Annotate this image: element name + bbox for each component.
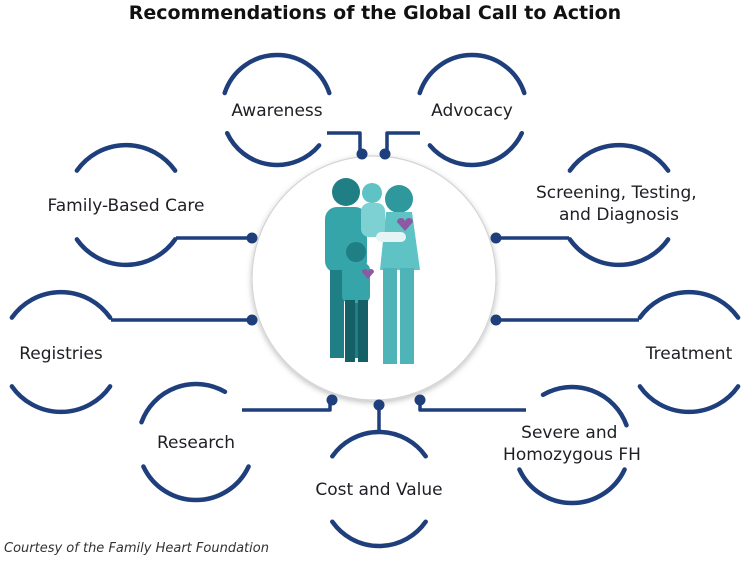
arc-research-top [139, 381, 228, 425]
label-cost-and-value: Cost and Value [315, 480, 442, 500]
arc-severe-bottom [517, 467, 627, 506]
arc-cost-bottom [330, 519, 428, 549]
arc-advocacy-top [417, 52, 527, 96]
connector-family-care-dot [246, 232, 258, 244]
toddler-figure [361, 183, 406, 242]
arc-advocacy-bottom [427, 130, 525, 168]
arc-registries-top [9, 289, 113, 320]
child-figure [342, 242, 374, 362]
connector-awareness [327, 131, 362, 152]
connector-cost-dot [373, 399, 385, 411]
arc-research-bottom [141, 464, 251, 503]
arc-shapes [9, 52, 741, 549]
connector-severe-dot [414, 394, 426, 406]
arc-awareness-top [222, 52, 332, 96]
connector-advocacy [385, 131, 420, 152]
label-research: Research [157, 433, 235, 453]
heart-icon [362, 269, 374, 279]
family-illustration [251, 155, 497, 401]
label-family-based-care: Family-Based Care [48, 196, 205, 216]
label-registries: Registries [19, 344, 103, 364]
label-awareness: Awareness [231, 101, 322, 121]
arc-cost-top [330, 429, 428, 459]
connector-research-dot [326, 394, 338, 406]
arc-treatment-bottom [637, 384, 741, 415]
label-screening-testing-diagnosis: Screening, Testing, and Diagnosis [536, 183, 702, 225]
connector-advocacy-dot [379, 148, 391, 160]
connector-awareness-dot [356, 148, 368, 160]
arc-screening-top [567, 142, 671, 173]
connector-research [242, 401, 332, 412]
arc-registries-bottom [9, 384, 113, 415]
credit-line: Courtesy of the Family Heart Foundation [4, 541, 269, 556]
arc-family-care-top [74, 142, 178, 173]
connector-severe [418, 401, 526, 412]
arc-screening-bottom [567, 237, 671, 268]
label-severe-homozygous-fh: Severe and Homozygous FH [503, 423, 641, 465]
arc-family-care-bottom [74, 237, 178, 268]
connector-screening-dot [490, 232, 502, 244]
arc-awareness-bottom [224, 130, 322, 168]
connector-treatment-dot [490, 314, 502, 326]
heart-icon [397, 218, 413, 231]
connectors [111, 131, 639, 432]
label-treatment: Treatment [645, 344, 733, 364]
arc-treatment-top [637, 289, 741, 320]
diagram-title: Recommendations of the Global Call to Ac… [128, 2, 622, 24]
arc-severe-top [540, 384, 629, 428]
connector-registries-dot [246, 314, 258, 326]
label-advocacy: Advocacy [431, 101, 513, 121]
